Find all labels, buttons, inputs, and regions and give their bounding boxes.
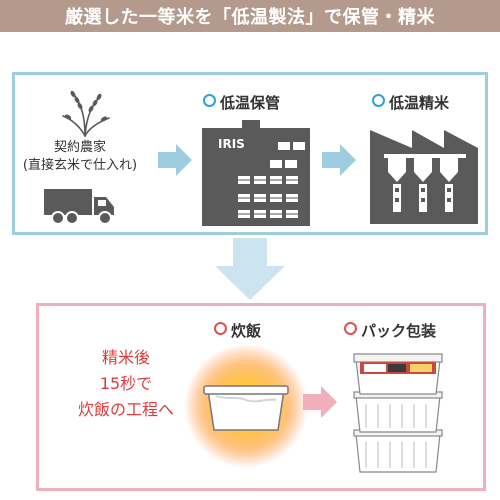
farm-label: 契約農家 (直接玄米で仕入れ)	[5, 139, 155, 175]
svg-text:IRIS: IRIS	[218, 137, 245, 151]
farm-subtitle: (直接玄米で仕入れ)	[22, 158, 138, 173]
process-note-line3: 炊飯の工程へ	[77, 400, 174, 419]
process-note-line2: 15秒で	[99, 374, 153, 393]
arrow-down-icon	[215, 238, 285, 300]
header-banner: 厳選した一等米を「低温製法」で保管・精米	[0, 0, 500, 32]
header-title: 厳選した一等米を「低温製法」で保管・精米	[65, 7, 435, 28]
arrow-right-icon	[322, 144, 356, 176]
stage-packing-label: パック包装	[344, 320, 436, 341]
stage-milling-label: 低温精米	[372, 92, 449, 113]
circle-icon	[372, 94, 385, 107]
process-note: 精米後 15秒で 炊飯の工程へ	[56, 345, 196, 423]
rice-plant-icon	[62, 90, 110, 137]
circle-icon	[214, 322, 227, 335]
process-note-line1: 精米後	[101, 348, 150, 367]
rice-pack-stack-icon	[353, 353, 443, 473]
rice-bowl-icon	[184, 344, 308, 468]
stage-cooking-label: 炊飯	[214, 320, 261, 341]
farm-title: 契約農家	[53, 140, 106, 155]
warehouse-icon: IRIS	[202, 120, 310, 226]
factory-icon	[370, 130, 478, 224]
arrow-right-icon	[158, 144, 192, 176]
arrow-right-icon	[303, 386, 337, 418]
circle-icon	[203, 94, 216, 107]
circle-icon	[344, 322, 357, 335]
stage-storage-label: 低温保管	[203, 92, 280, 113]
truck-icon	[44, 189, 114, 225]
